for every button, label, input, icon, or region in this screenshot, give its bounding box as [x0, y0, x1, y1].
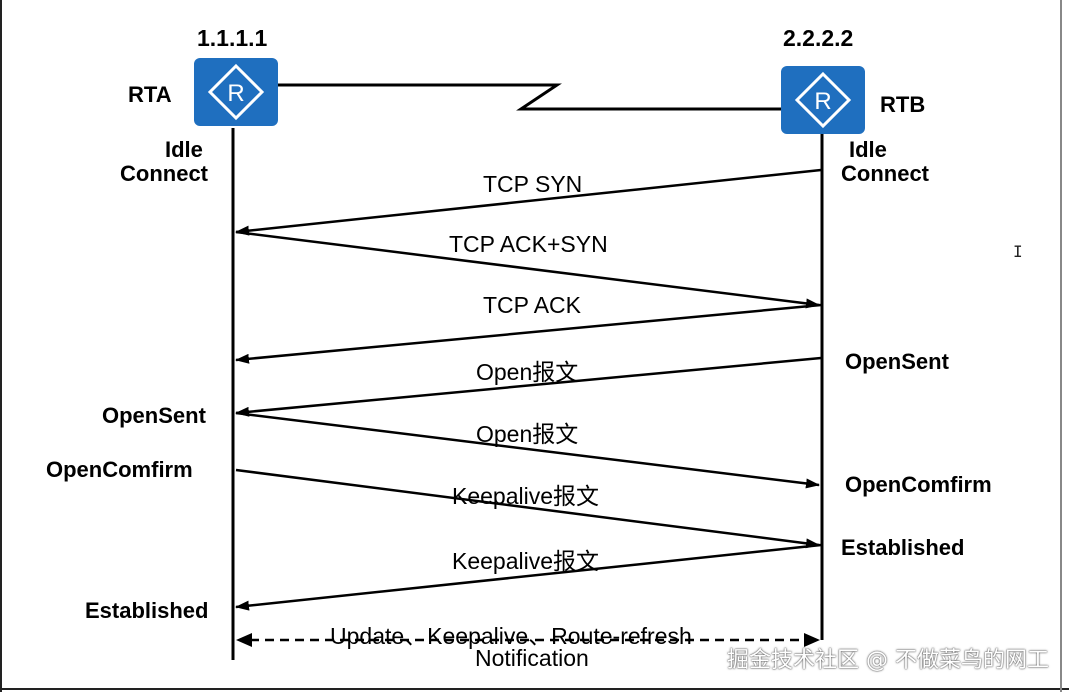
rta-state-established: Established	[85, 598, 209, 623]
label-tcp-ack: TCP ACK	[483, 292, 581, 318]
arrow-keepalive-1	[235, 468, 820, 549]
rtb-state-established: Established	[841, 535, 965, 560]
rta-state-openconfirm: OpenComfirm	[46, 457, 193, 482]
rtb-router: R	[781, 66, 865, 134]
label-keepalive-1: Keepalive报文	[452, 483, 600, 509]
label-keepalive-2: Keepalive报文	[452, 548, 600, 574]
arrow-tcp-syn	[235, 168, 822, 236]
svg-text:R: R	[227, 80, 244, 107]
label-update-keepalive-route-refresh: Update、Keepalive、Route-refresh	[330, 623, 692, 649]
router-link	[278, 83, 782, 111]
rtb-state-openconfirm: OpenComfirm	[845, 472, 992, 497]
rta-state-opensent: OpenSent	[102, 403, 206, 428]
arrow-tcp-ack-syn	[235, 230, 820, 309]
label-open-1: Open报文	[476, 359, 579, 385]
router-icon: R	[207, 63, 265, 121]
rtb-state-opensent: OpenSent	[845, 349, 949, 374]
frame-left-edge	[0, 0, 2, 692]
rtb-state-connect: Connect	[841, 161, 929, 186]
label-open-2: Open报文	[476, 421, 579, 447]
arrow-open-2	[235, 411, 820, 489]
frame-right-edge	[1060, 0, 1062, 692]
rta-router: R	[194, 58, 278, 126]
arrow-keepalive-2	[235, 543, 822, 611]
rtb-state-idle: Idle	[849, 137, 887, 162]
arrow-open-1	[235, 356, 822, 417]
arrow-tcp-ack	[235, 303, 822, 364]
rta-ip: 1.1.1.1	[197, 25, 268, 51]
rtb-name: RTB	[880, 92, 926, 117]
svg-text:R: R	[814, 88, 831, 115]
arrowhead-right	[804, 633, 820, 647]
text-cursor-icon: I	[1013, 242, 1023, 261]
frame-bottom-edge	[0, 688, 1069, 690]
rta-state-connect: Connect	[120, 161, 208, 186]
arrowhead-left	[236, 633, 252, 647]
label-tcp-ack-syn: TCP ACK+SYN	[449, 231, 608, 257]
label-tcp-syn: TCP SYN	[483, 171, 583, 197]
rtb-ip: 2.2.2.2	[783, 25, 854, 51]
rta-state-idle: Idle	[165, 137, 203, 162]
rta-name: RTA	[128, 82, 172, 107]
label-notification: Notification	[475, 645, 589, 671]
router-icon: R	[794, 71, 852, 129]
watermark: 掘金技术社区 @ 不做菜鸟的网工	[727, 648, 1049, 673]
